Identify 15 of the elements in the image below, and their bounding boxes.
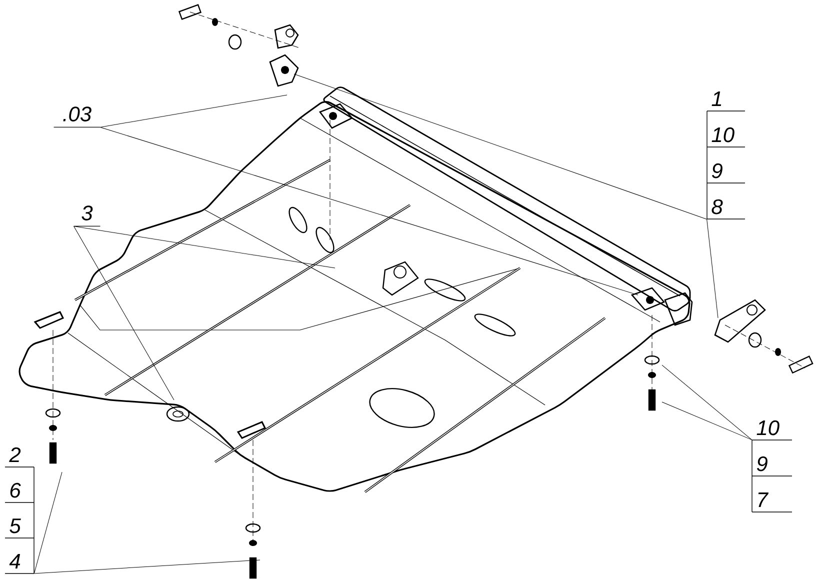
- leader-line: [662, 364, 752, 440]
- leader-line: [100, 94, 288, 128]
- leader-line: [706, 218, 718, 318]
- callout-number: .03: [54, 106, 100, 128]
- callout-stack: 10 9 7: [752, 420, 792, 512]
- leader-line: [100, 126, 638, 296]
- callout-number: 3: [74, 206, 100, 226]
- leader-line: [34, 472, 62, 574]
- leader-line: [294, 74, 708, 220]
- leader-line: [74, 226, 174, 400]
- leader-line: [74, 226, 336, 268]
- leader-line: [662, 402, 752, 440]
- leader-line: [34, 560, 260, 574]
- callout-stack: 2 6 5 4: [4, 447, 34, 574]
- callout-stack: 1 10 9 8: [706, 92, 746, 220]
